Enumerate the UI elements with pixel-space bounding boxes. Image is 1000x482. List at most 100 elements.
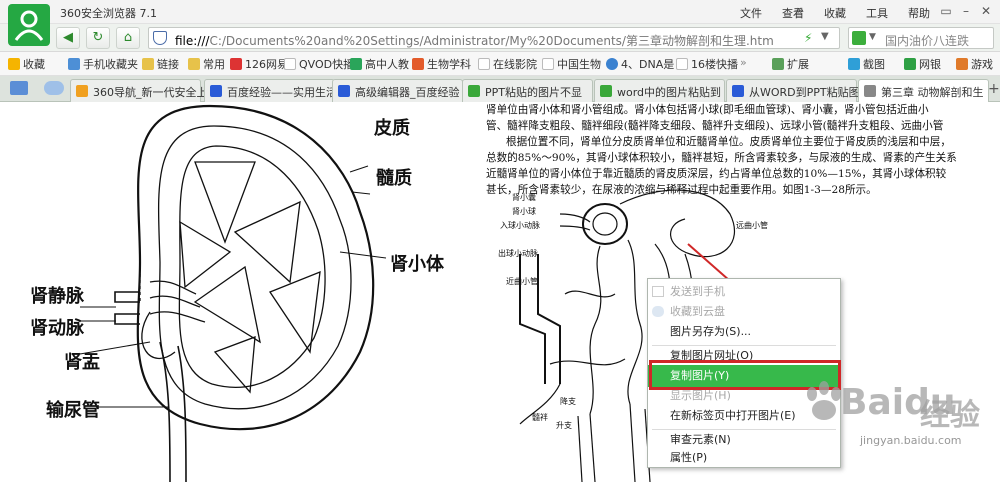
chevron-down-icon[interactable]: ▼: [869, 32, 876, 42]
tab-bar: 360导航_新一代安全上 百度经验——实用生活 高级编辑器_百度经验 PPT粘贴…: [0, 76, 1000, 103]
close-icon[interactable]: ✕: [980, 4, 992, 18]
home-icon: ⌂: [123, 30, 133, 45]
menu-item-label: 属性(P): [670, 451, 708, 464]
page-icon: [284, 58, 296, 70]
bookmark-label: 生物学科: [427, 58, 471, 71]
tab-label: 360导航_新一代安全上: [93, 86, 208, 99]
button-label: 网银: [919, 58, 941, 71]
bookmark-yingyuan[interactable]: 在线影院: [478, 56, 537, 72]
menu-favorites[interactable]: 收藏: [824, 7, 846, 20]
bookmark-common[interactable]: 常用: [188, 56, 225, 72]
restore-icon[interactable]: ▭: [940, 4, 952, 18]
chevron-down-icon[interactable]: ▼: [821, 31, 829, 42]
tab-word-to-ppt[interactable]: 从WORD到PPT粘贴图: [726, 79, 860, 102]
kidney-label-ureter: 输尿管: [46, 399, 100, 421]
tab-current-page[interactable]: 第三章 动物解剖和生: [858, 79, 989, 103]
bookmark-zgsw[interactable]: 中国生物: [542, 56, 601, 72]
bookmark-mobile[interactable]: 手机收藏夹: [68, 56, 138, 72]
address-bar: ◀ ↻ ⌂ file:///C:/Documents%20and%20Setti…: [0, 24, 1000, 52]
menu-help[interactable]: 帮助: [908, 7, 930, 20]
watermark-url: jingyan.baidu.com: [860, 434, 962, 447]
nephron-label: 髓袢: [532, 412, 548, 422]
bookmark-gaozhong[interactable]: 高中人教: [350, 56, 409, 72]
window-controls: ▭ – ✕: [938, 3, 994, 19]
url-text: file:///C:/Documents%20and%20Settings/Ad…: [175, 32, 774, 49]
search-input[interactable]: ▼ 国内油价八连跌: [848, 27, 994, 49]
cloud-icon: [652, 306, 664, 317]
games-button[interactable]: 游戏: [956, 56, 993, 72]
page-icon: [676, 58, 688, 70]
menu-save-to-cloud[interactable]: 收藏到云盘: [648, 301, 840, 323]
menu-file[interactable]: 文件: [740, 7, 762, 20]
bookmark-label: 链接: [157, 58, 179, 71]
menu-properties[interactable]: 属性(P): [648, 449, 840, 467]
menu-item-label: 审查元素(N): [670, 433, 731, 446]
scissors-icon: [848, 58, 860, 70]
tab-360-nav[interactable]: 360导航_新一代安全上: [70, 79, 208, 102]
home-button[interactable]: ⌂: [116, 27, 140, 49]
menu-item-label: 复制图片(Y): [670, 369, 730, 382]
menu-item-label: 图片另存为(S)...: [670, 325, 752, 338]
tab-label: PPT粘贴的图片不显: [485, 86, 582, 99]
site-icon: [412, 58, 424, 70]
button-label: 扩展: [787, 58, 809, 71]
star-icon: [8, 58, 20, 70]
menu-show-image[interactable]: 显示图片(H): [648, 385, 840, 407]
refresh-button[interactable]: ↻: [86, 27, 110, 49]
bookmark-16lou[interactable]: 16楼快播: [676, 56, 738, 72]
tab-restore-icon[interactable]: [10, 81, 28, 95]
article-line: 根据位置不同，肾单位分皮质肾单位和近髓肾单位。皮质肾单位主要位于肾皮质的浅层和中…: [506, 136, 951, 148]
menu-tools[interactable]: 工具: [866, 7, 888, 20]
tab-editor[interactable]: 高级编辑器_百度经验: [332, 79, 463, 102]
bookmark-label: 4、DNA是: [621, 58, 675, 71]
url-prefix: file:///: [175, 34, 210, 48]
gamepad-icon: [956, 58, 968, 70]
tab-word-image[interactable]: word中的图片粘贴到: [594, 79, 725, 102]
menu-copy-image-url[interactable]: 复制图片网址(O): [648, 345, 840, 367]
bookmark-qvod[interactable]: QVOD快播: [284, 56, 354, 72]
phone-icon: [652, 286, 664, 297]
minimize-icon[interactable]: –: [963, 4, 969, 18]
url-path: C:/Documents%20and%20Settings/Administra…: [209, 34, 774, 48]
menu-item-label: 发送到手机: [670, 285, 725, 298]
menu-open-image-new-tab[interactable]: 在新标签页中打开图片(E): [648, 405, 840, 427]
menu-more-icon[interactable]: »: [796, 3, 804, 17]
back-button[interactable]: ◀: [56, 27, 80, 49]
bookmark-dna[interactable]: 4、DNA是: [606, 56, 674, 72]
site-favicon-icon: [76, 85, 88, 97]
nephron-label: 升支: [556, 420, 572, 430]
article-line: 管、髓袢降支粗段、髓袢细段(髓袢降支细段、髓袢升支细段)、远球小管(髓袢升支粗段…: [486, 120, 944, 132]
main-menu: 文件 查看 收藏 工具 帮助: [740, 5, 930, 21]
lightning-icon[interactable]: ⚡: [804, 31, 813, 45]
bookmark-126[interactable]: 126网易: [230, 56, 288, 72]
page-icon: [864, 85, 876, 97]
tab-baidu-jingyan[interactable]: 百度经验——实用生活: [204, 79, 337, 102]
new-tab-icon[interactable]: +: [988, 81, 1000, 97]
menu-item-label: 复制图片网址(O): [670, 349, 754, 362]
ebank-button[interactable]: 网银: [904, 56, 941, 72]
screenshot-button[interactable]: 截图: [848, 56, 885, 72]
bookmark-label: 在线影院: [493, 58, 537, 71]
bookmark-label: 手机收藏夹: [83, 58, 138, 71]
bookmark-more-icon[interactable]: »: [740, 56, 747, 69]
menu-copy-image[interactable]: 复制图片(Y): [648, 365, 840, 387]
nephron-label: 肾小囊: [512, 192, 536, 202]
url-input[interactable]: file:///C:/Documents%20and%20Settings/Ad…: [148, 27, 840, 49]
bookmark-shengwu[interactable]: 生物学科: [412, 56, 471, 72]
extensions-button[interactable]: 扩展: [772, 56, 809, 72]
menu-inspect-element[interactable]: 审查元素(N): [648, 429, 840, 451]
menu-save-image-as[interactable]: 图片另存为(S)...: [648, 321, 840, 343]
bookmark-links[interactable]: 链接: [142, 56, 179, 72]
title-bar: 360安全浏览器 7.1 » 文件 查看 收藏 工具 帮助 ▭ – ✕: [0, 0, 1000, 46]
kidney-label-corpuscle: 肾小体: [390, 253, 445, 275]
menu-send-to-phone[interactable]: 发送到手机: [648, 281, 840, 303]
kidney-diagram[interactable]: 皮质 髓质 肾小体 肾静脉 肾动脉 肾盂 输尿管: [0, 102, 490, 482]
nephron-label: 入球小动脉: [500, 220, 540, 230]
window-title: 360安全浏览器 7.1: [60, 7, 157, 20]
cloud-icon[interactable]: [44, 81, 64, 95]
security-shield-icon[interactable]: [153, 31, 167, 45]
tab-ppt-image[interactable]: PPT粘贴的图片不显: [462, 79, 593, 102]
menu-view[interactable]: 查看: [782, 7, 804, 20]
search-engine-icon[interactable]: [852, 31, 866, 45]
bookmark-favorites[interactable]: 收藏: [8, 56, 45, 72]
